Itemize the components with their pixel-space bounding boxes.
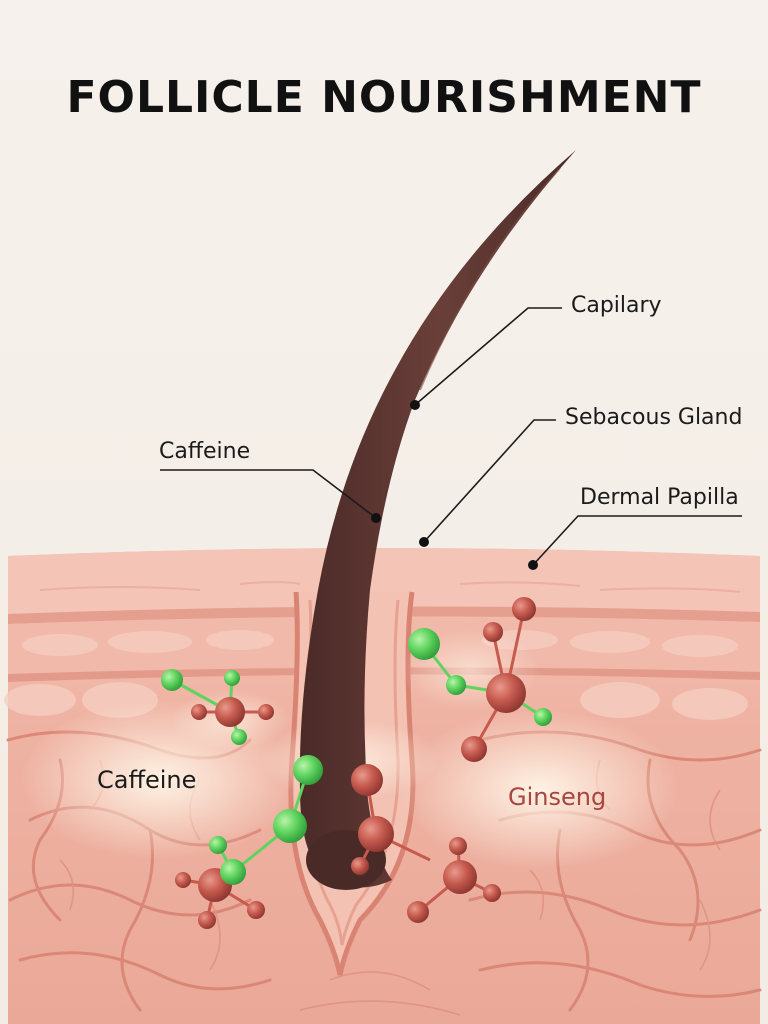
leader-dots bbox=[371, 400, 538, 570]
label-capilary: Capilary bbox=[571, 293, 662, 318]
ginseng-molecule-lower-right bbox=[407, 837, 501, 923]
ginseng-molecule-center bbox=[351, 764, 431, 875]
page-title: FOLLICLE NOURISHMENT bbox=[66, 72, 702, 123]
label-caffeine-region: Caffeine bbox=[97, 766, 197, 794]
dermal-papilla-leader bbox=[532, 515, 742, 566]
sebacous-gland-leader bbox=[423, 419, 556, 543]
leader-lines bbox=[160, 307, 742, 566]
capilary-leader bbox=[414, 307, 562, 406]
label-sebacous-gland: Sebacous Gland bbox=[565, 405, 743, 430]
caffeine-molecule-left bbox=[161, 669, 274, 745]
caffeine-molecule-lower-left bbox=[175, 755, 323, 929]
label-caffeine-callout: Caffeine bbox=[159, 439, 251, 464]
caffeine-leader bbox=[160, 469, 377, 519]
ginseng-molecule-right bbox=[408, 597, 552, 762]
label-dermal-papilla: Dermal Papilla bbox=[580, 485, 739, 510]
label-ginseng-region: Ginseng bbox=[508, 783, 607, 811]
